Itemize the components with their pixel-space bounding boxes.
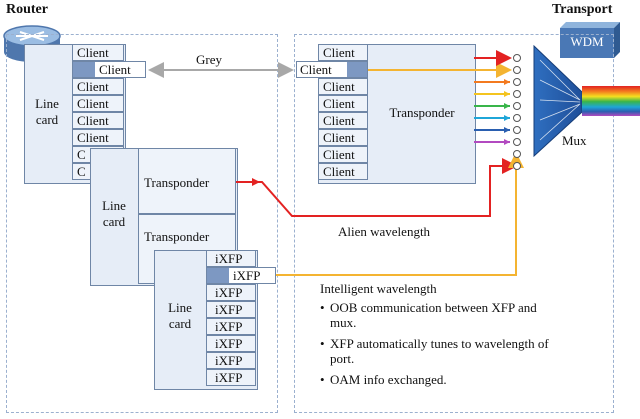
line-card-1-label: Line card [35, 96, 59, 127]
lc3-ixfp-3: iXFP [206, 284, 256, 301]
intelligent-link [276, 152, 524, 276]
grey-label: Grey [196, 52, 222, 67]
intelligent-label: Intelligent wavelength [320, 281, 437, 296]
lc3-ixfp-2: iXFP [206, 267, 276, 284]
router-region [6, 34, 278, 413]
lc3-ixfp-1: iXFP [206, 250, 256, 267]
bullet-icon: • [320, 336, 325, 351]
lc2-transponder-1: Transponder [138, 148, 236, 214]
lc3-ixfp-7: iXFP [206, 352, 256, 369]
lc2-transponder-2-label: Transponder [144, 229, 210, 244]
tr-client-2-label: Client [300, 62, 332, 77]
tr-client-7: Client [318, 146, 368, 163]
lc3-ixfp-5: iXFP [206, 318, 256, 335]
lc3-ixfp-8: iXFP [206, 369, 256, 386]
mux-label: Mux [562, 133, 587, 148]
alien-label: Alien wavelength [338, 224, 431, 239]
note-item: •OAM info exchanged. [320, 372, 447, 387]
rainbow-output [582, 86, 640, 116]
lc1-client-2-label: Client [99, 62, 131, 77]
tr-client-4: Client [318, 95, 368, 112]
alien-link [236, 158, 518, 217]
lc3-ixfp-4: iXFP [206, 301, 256, 318]
note-item: •OOB communication between XFP and mux. [320, 300, 537, 330]
notes-list: •OOB communication between XFP and mux. … [320, 300, 550, 387]
line-card-3-label: Line card [168, 300, 192, 331]
lc3-ixfp-6: iXFP [206, 335, 256, 352]
line-card-2-label: Line card [102, 198, 126, 229]
bullet-icon: • [320, 300, 325, 315]
router-title: Router [6, 2, 48, 17]
lc2-transponder-1-label: Transponder [144, 175, 210, 190]
tr-client-1: Client [318, 44, 368, 61]
tr-client-3: Client [318, 78, 368, 95]
tr-client-5: Client [318, 112, 368, 129]
bullet-icon: • [320, 372, 325, 387]
wdm-label: WDM [570, 34, 604, 49]
lc1-client-4: Client [72, 95, 124, 112]
lc1-client-3: Client [72, 78, 124, 95]
lc1-client-2: Client [72, 61, 146, 78]
transport-transponder-label: Transponder [389, 105, 455, 120]
lc1-client-5: Client [72, 112, 124, 129]
lc1-client-6: Client [72, 129, 124, 146]
note-item: •XFP automatically tunes to wavelength o… [320, 336, 549, 366]
mux-ports [513, 54, 521, 170]
transport-region [294, 34, 614, 413]
lc3-ixfp-2-label: iXFP [233, 268, 261, 283]
tr-client-6: Client [318, 129, 368, 146]
lc1-client-1: Client [72, 44, 124, 61]
tr-client-2: Client [296, 61, 368, 78]
transport-title: Transport [552, 2, 613, 17]
wdm-box: WDM [560, 22, 620, 58]
tr-client-8: Client [318, 163, 368, 180]
